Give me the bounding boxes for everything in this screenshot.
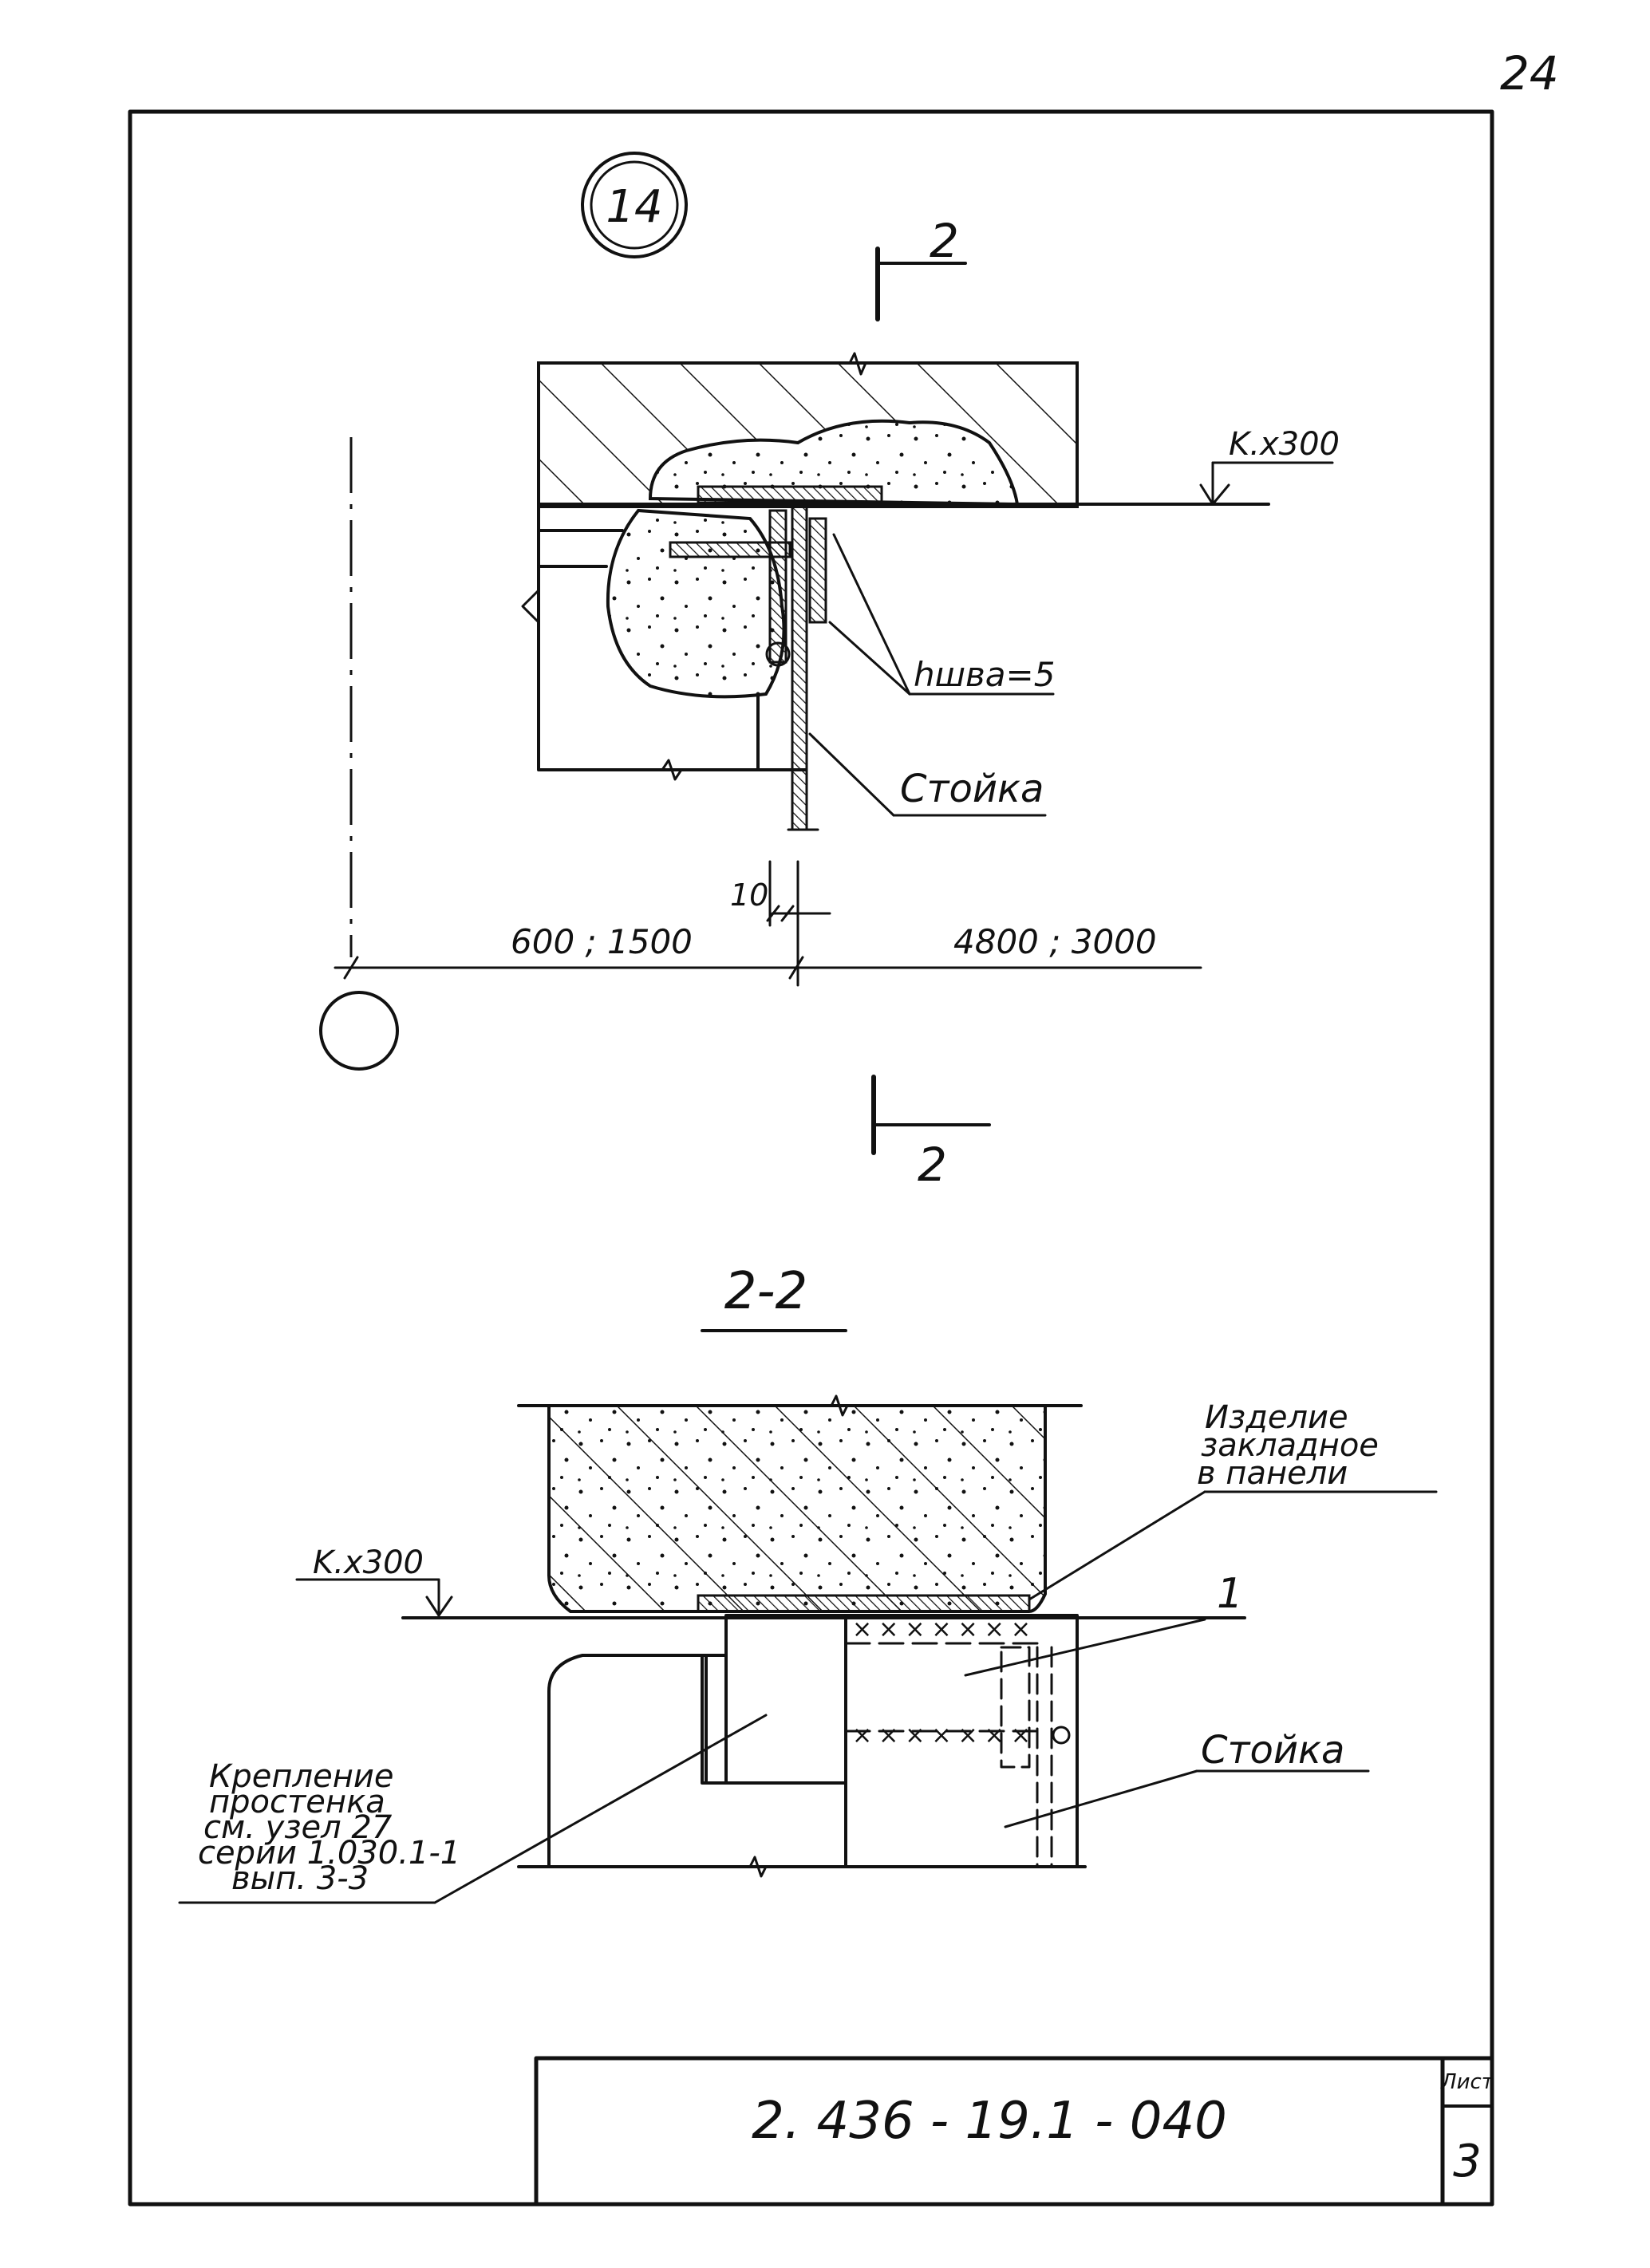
sheet-value: 3 [1453, 2136, 1482, 2187]
angle-horizontal [669, 541, 791, 558]
item-number: 1 [1217, 1570, 1243, 1618]
embedded-label-1: Изделие [1205, 1399, 1348, 1436]
sheet-number: 24 [1500, 46, 1559, 101]
dim-right: 4800 ; 3000 [953, 922, 1157, 961]
fastening-note-5: вып. 3-3 [231, 1860, 369, 1897]
svg-text:×××××××: ××××××× [852, 1615, 1037, 1643]
wall-panel-left [537, 503, 807, 771]
fastening-note-1: Крепление [209, 1758, 393, 1795]
node-marker-outer [581, 152, 688, 258]
dim-gap: 10 [730, 878, 768, 913]
post-label-bottom: Стойка [1201, 1728, 1344, 1773]
doc-code: 2. 436 - 19.1 - 040 [752, 2092, 1227, 2151]
post-section [844, 1614, 1079, 1868]
post-steel [791, 503, 808, 831]
axis-marker [319, 991, 399, 1071]
fastening-note-3: см. узел 27 [203, 1809, 393, 1846]
section-marker-top: 2 [875, 214, 967, 321]
elevation-label-bottom: K.x300 [313, 1544, 424, 1581]
embedded-plate-top [697, 485, 883, 504]
node-number: 14 [606, 181, 662, 233]
embedded-label-3: в панели [1197, 1455, 1348, 1492]
node-14-detail: 14 2 K.x300 [319, 152, 1340, 1192]
dim-left: 600 ; 1500 [511, 922, 693, 961]
angle-vertical [768, 509, 788, 664]
weld-label: hшва=5 [914, 655, 1055, 694]
svg-text:×××××××: ××××××× [852, 1722, 1037, 1749]
connection-plate [724, 1614, 847, 1785]
post-label-top: Стойка [900, 767, 1044, 811]
fastening-note-4: серии 1.030.1-1 [198, 1835, 460, 1872]
section-title: 2-2 [724, 1262, 808, 1321]
weld-plate [808, 517, 827, 624]
section-marker-bottom: 2 [871, 1075, 991, 1192]
embedded-plate [697, 1594, 1031, 1613]
title-block: 2. 436 - 19.1 - 040 Лист 3 [534, 2056, 1494, 2207]
section-2-2: 2-2 K.x300 ××××××× ××××××× [178, 1262, 1438, 1904]
sheet-label: Лист [1440, 2070, 1494, 2094]
embedded-label-2: закладное [1201, 1427, 1379, 1464]
section-mark-top: 2 [930, 214, 959, 268]
elevation-label-top: K.x300 [1229, 426, 1340, 463]
section-mark-bottom: 2 [918, 1138, 947, 1192]
fastening-note-2: простенка [209, 1784, 385, 1820]
node-marker-inner [590, 160, 679, 250]
